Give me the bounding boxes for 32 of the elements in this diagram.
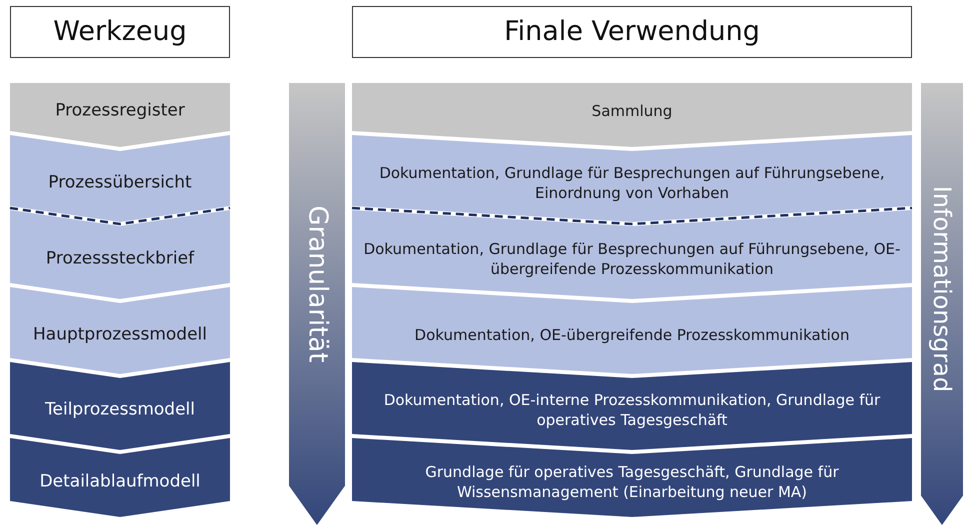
chevron-band (352, 287, 912, 374)
gradient-arrow (289, 83, 345, 525)
header-text: Werkzeug (53, 14, 187, 49)
tool-label: Prozessregister (54, 100, 186, 122)
header-box (10, 6, 230, 58)
usage-text: Sammlung (590, 100, 674, 122)
usage-text: Dokumentation, Grundlage für Besprechungen auf Führungsebene, Einordnung von Vorhaben (378, 162, 886, 203)
chevron-band (10, 438, 230, 517)
axis-label: Granularität (302, 206, 334, 363)
tool-label: Teilprozessmodell (44, 398, 196, 422)
tool-label: Hauptprozessmodell (32, 323, 208, 346)
chevron-band (10, 210, 230, 299)
tool-label: Prozesssteckbrief (44, 247, 196, 270)
chevron-band (352, 362, 912, 450)
usage-text: Dokumentation, Grundlage für Besprechungen auf Führungsebene, OE-übergreifende Prozesskommunikation (362, 238, 902, 279)
gradient-arrow (921, 83, 963, 525)
chevron-band (10, 362, 230, 450)
chevron-band (10, 135, 230, 222)
chevron-band (10, 83, 230, 147)
usage-text: Dokumentation, OE-interne Prozesskommunikation, Grundlage für operatives Tagesgeschäft (382, 390, 882, 430)
chevron-band (352, 83, 912, 147)
chevron-band (10, 287, 230, 374)
chevron-band (352, 210, 912, 299)
usage-text: Grundlage für operatives Tagesgeschäft, Grundlage für Wissensmanagement (Einarbeitung neuer MA) (424, 461, 840, 502)
chevron-band (352, 438, 912, 517)
tool-label: Prozessübersicht (47, 171, 193, 194)
tool-label: Detailablaufmodell (38, 470, 202, 493)
header-box (352, 6, 912, 58)
chevron-band (352, 135, 912, 222)
header-text: Finale Verwendung (504, 14, 760, 49)
axis-label: Informationsgrad (927, 186, 958, 393)
usage-text: Dokumentation, OE-übergreifende Prozesskommunikation (414, 324, 850, 345)
